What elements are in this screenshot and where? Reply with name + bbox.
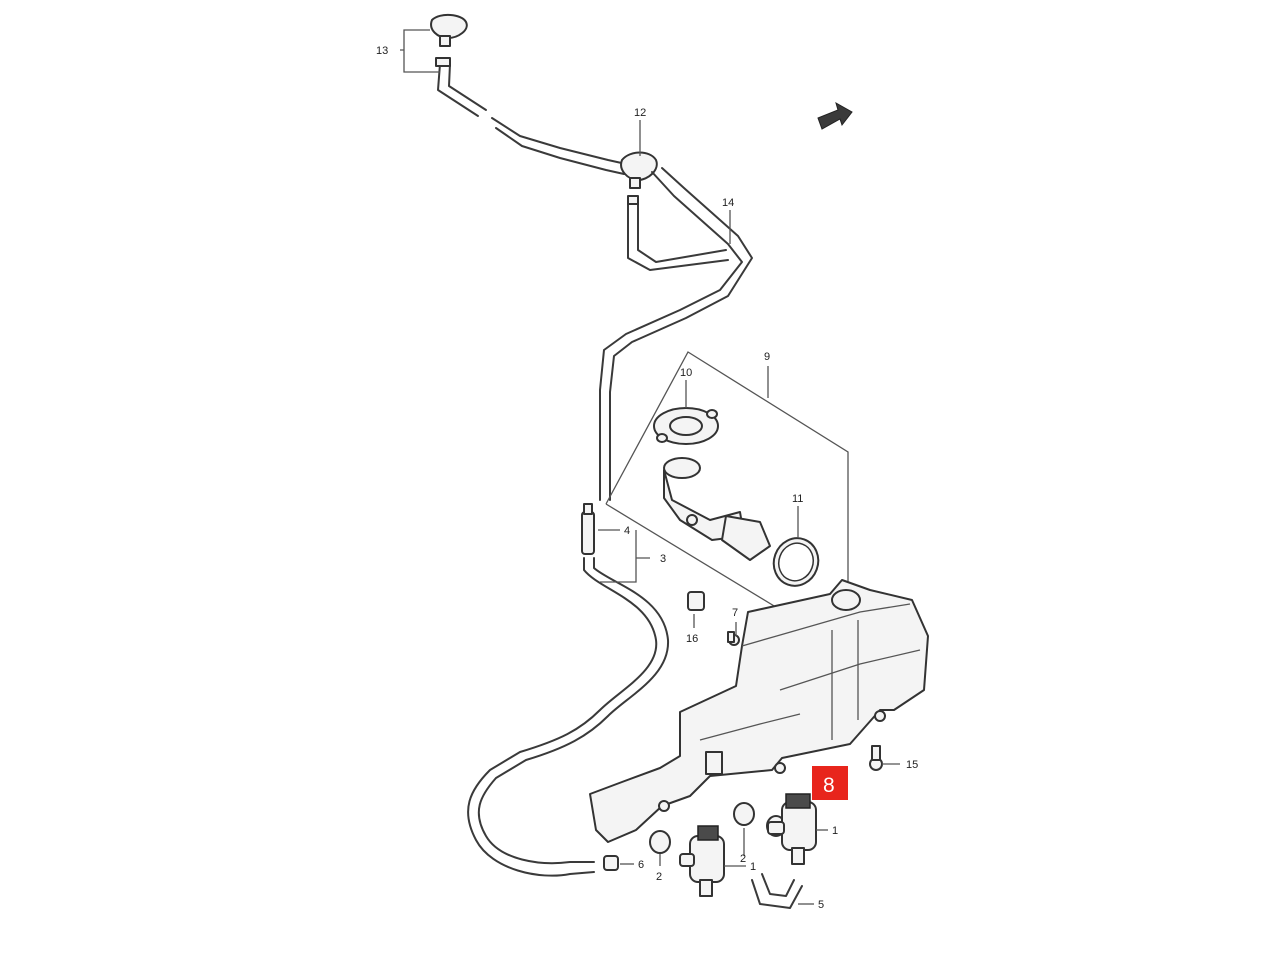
label-5: 5	[818, 899, 824, 911]
pump-hose	[751, 873, 803, 909]
center-nozzle	[620, 151, 658, 189]
label-13: 13	[376, 45, 388, 57]
label-9: 9	[764, 351, 770, 363]
washer-reservoir	[589, 579, 929, 843]
o-ring	[772, 537, 820, 587]
lower-hose	[467, 557, 670, 877]
label-7: 7	[732, 607, 738, 619]
leader-lines	[400, 29, 900, 905]
front-nozzle	[430, 14, 468, 47]
label-1-right: 1	[832, 825, 838, 837]
bolt	[727, 631, 883, 771]
highlight-badge[interactable]	[812, 766, 848, 800]
label-4: 4	[624, 525, 630, 537]
highlight-label: 8	[823, 774, 835, 797]
part-number-labels: 13 12 14 9 10 11 4 3 7 16 15 1 2 1 2 6 5	[376, 45, 918, 911]
label-14: 14	[722, 197, 734, 209]
filler-cap	[653, 407, 719, 445]
label-11: 11	[792, 493, 803, 505]
label-1-left: 1	[750, 861, 756, 873]
filler-kit-outline	[605, 351, 849, 613]
label-16: 16	[686, 633, 698, 645]
label-2-left: 2	[656, 871, 662, 883]
main-hose	[599, 167, 753, 501]
label-6: 6	[638, 859, 644, 871]
label-12: 12	[634, 107, 646, 119]
front-arrow-icon	[817, 101, 853, 130]
label-2-right: 2	[740, 853, 746, 865]
highlighted-part-8[interactable]: 8	[812, 766, 848, 800]
washer-pump	[679, 793, 817, 897]
joint-connector	[581, 503, 595, 555]
filler-neck	[663, 457, 771, 561]
label-3: 3	[660, 553, 666, 565]
upper-hose	[435, 57, 627, 175]
label-10: 10	[680, 367, 692, 379]
label-15: 15	[906, 759, 918, 771]
nut	[603, 591, 705, 871]
